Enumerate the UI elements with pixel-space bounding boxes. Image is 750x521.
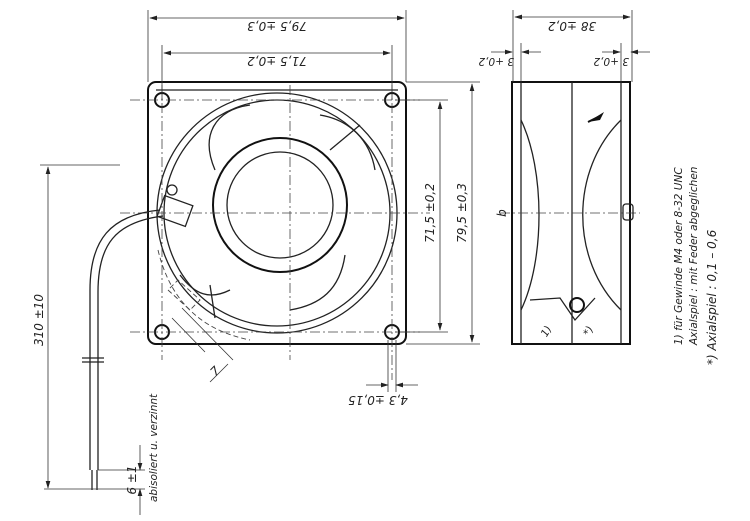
cable-clamp xyxy=(156,194,194,228)
screw-boss xyxy=(569,297,585,313)
dim-hole-diameter: 4,3 ±0,15 xyxy=(348,393,408,407)
dim-flange-left: 3 +0,2 xyxy=(478,55,514,67)
front-view xyxy=(120,81,430,380)
dimensions-front: 79,5 ±0,3 71,5 ±0,2 71,5 ±0,2 79,5 ±0,3 … xyxy=(32,10,480,515)
stripped-note: abisoliert u. verzinnt xyxy=(148,393,160,502)
note-thread: 1) für Gewinde M4 oder 8-32 UNC xyxy=(673,167,685,345)
dim-flange-right: 3 +0,2 xyxy=(593,55,629,67)
label-b: b xyxy=(495,209,509,217)
footnote-marker-1: 1) xyxy=(539,324,555,339)
hub xyxy=(212,137,348,273)
note-axial-play-spring: Axialspiel : mit Feder abgeglichen xyxy=(688,167,700,346)
dim-width-overall: 79,5 ±0,3 xyxy=(247,19,307,33)
side-view: 1) *) b xyxy=(495,81,640,345)
dim-hole-spacing-h: 71,5 ±0,2 xyxy=(247,54,307,68)
spring-clip xyxy=(622,203,634,221)
notes: 1) für Gewinde M4 oder 8-32 UNC Axialspi… xyxy=(673,167,719,365)
note-axial-play-range: *) Axialspiel : 0,1 – 0,6 xyxy=(705,229,719,365)
fan-blades xyxy=(179,104,376,319)
footnote-marker-star: *) xyxy=(581,324,596,338)
dim-hole-spacing-v: 71,5 ±0,2 xyxy=(423,183,437,243)
dim-stripped-length: 6 ±1 xyxy=(125,465,139,494)
dimensions-side: 38 ±0,2 3 +0,2 3 +0,2 xyxy=(478,10,650,82)
dim-depth: 38 ±0,2 xyxy=(548,19,596,33)
cable xyxy=(82,209,164,490)
dim-height-overall: 79,5 ±0,3 xyxy=(455,183,469,243)
dim-cable-length: 310 ±10 xyxy=(32,294,46,346)
